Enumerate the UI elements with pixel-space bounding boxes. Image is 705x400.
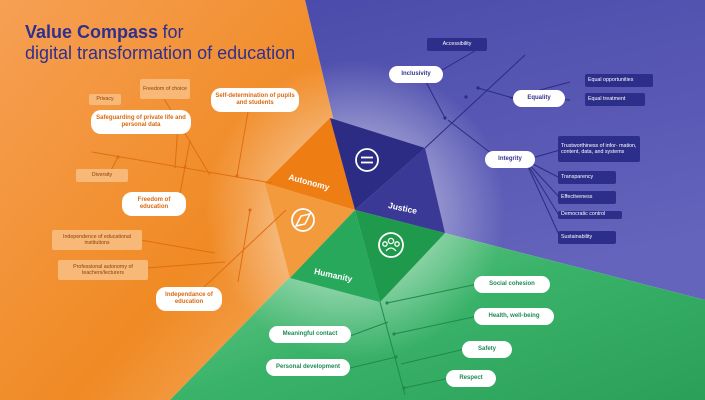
diagram-title: Value Compass for digital transformation… <box>25 22 295 64</box>
node-freedom-of-education: Freedom of education <box>122 192 186 216</box>
hex-humanity-right <box>355 210 445 302</box>
node-privacy: Privacy <box>89 94 121 105</box>
node-respect: Respect <box>446 370 496 387</box>
node-health: Health, well-being <box>474 308 554 325</box>
node-professional-autonomy: Professional autonomy of teachers/lectur… <box>58 260 148 280</box>
humanity-branches <box>349 283 479 396</box>
humanity-dots <box>385 301 406 390</box>
title-line2: digital transformation of education <box>25 43 296 64</box>
node-transparency: Transparency <box>558 171 616 184</box>
hex-autonomy-lower <box>265 183 355 278</box>
node-social-cohesion: Social cohesion <box>474 276 550 293</box>
node-independance-education: Independance of education <box>156 287 222 311</box>
title-rest: for <box>162 22 184 42</box>
justice-icon <box>355 148 379 172</box>
title-bold: Value Compass <box>25 22 159 42</box>
node-effectiveness: Effectiveness <box>558 191 616 204</box>
node-meaningful-contact: Meaningful contact <box>269 326 351 343</box>
hex-autonomy <box>265 118 355 210</box>
node-sustainability: Sustainability <box>558 231 616 244</box>
node-accessibility: Accessibility <box>427 38 487 51</box>
node-independence-institutions: Independence of educational institutions <box>52 230 142 250</box>
node-safety: Safety <box>462 341 512 358</box>
node-equality: Equality <box>513 90 565 107</box>
people-icon <box>378 232 404 258</box>
node-self-determination: Self-determination of pupils and student… <box>211 88 299 112</box>
node-integrity: Integrity <box>485 151 535 168</box>
node-inclusivity: Inclusivity <box>389 66 443 83</box>
hex-humanity <box>290 210 380 302</box>
node-safeguarding: Safeguarding of private life and persona… <box>91 110 191 134</box>
node-equal-treatment: Equal treatment <box>585 93 645 106</box>
node-personal-development: Personal development <box>266 359 350 376</box>
justice-dots <box>443 86 480 120</box>
node-diversity: Diversity <box>76 169 128 182</box>
node-democratic-control: Democratic control <box>558 211 622 219</box>
hex-justice <box>355 148 445 233</box>
node-trustworthiness: Trustworthiness of infor- mation, conten… <box>558 136 640 162</box>
compass-icon <box>291 208 315 232</box>
autonomy-dots <box>116 155 252 212</box>
node-freedom-of-choice: Freedom of choice <box>140 79 190 99</box>
node-equal-opportunities: Equal opportunities <box>585 74 653 87</box>
